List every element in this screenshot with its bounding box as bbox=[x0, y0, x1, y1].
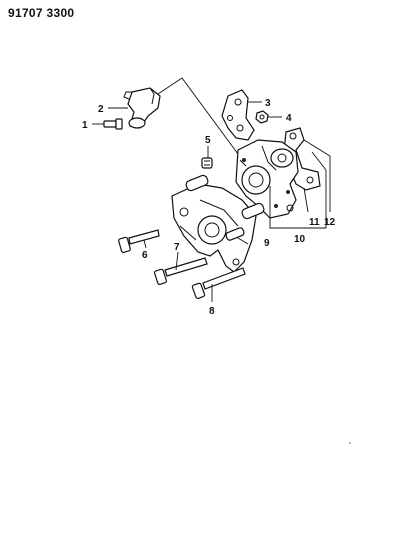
callout-7: 7 bbox=[174, 242, 180, 253]
part-11-water-pump[interactable] bbox=[235, 139, 299, 219]
part-4-nut[interactable] bbox=[255, 110, 269, 124]
callout-12: 12 bbox=[324, 217, 336, 228]
part-6-long-bolt[interactable] bbox=[118, 229, 160, 253]
part-7-long-bolt[interactable] bbox=[153, 257, 208, 285]
part-3-bracket[interactable] bbox=[221, 89, 255, 141]
part-8-long-bolt[interactable] bbox=[191, 267, 246, 299]
callout-11: 11 bbox=[309, 217, 320, 228]
scan-dot bbox=[349, 442, 351, 444]
callout-9: 9 bbox=[264, 238, 270, 249]
part-5-bolt[interactable] bbox=[201, 157, 213, 169]
callout-3: 3 bbox=[265, 98, 271, 109]
callout-4: 4 bbox=[286, 113, 292, 124]
callout-8: 8 bbox=[209, 306, 215, 317]
callout-1: 1 bbox=[82, 120, 88, 131]
part-9-mounting-bracket[interactable] bbox=[171, 174, 265, 273]
part-2-water-outlet-fitting[interactable] bbox=[123, 87, 161, 129]
callout-6: 6 bbox=[142, 250, 148, 261]
callout-5: 5 bbox=[205, 135, 211, 146]
callout-2: 2 bbox=[98, 104, 104, 115]
part-1-bolt[interactable] bbox=[103, 118, 123, 130]
leader-lines bbox=[92, 77, 331, 302]
callout-10: 10 bbox=[294, 234, 306, 245]
diagram-number: 91707 3300 bbox=[8, 6, 75, 20]
